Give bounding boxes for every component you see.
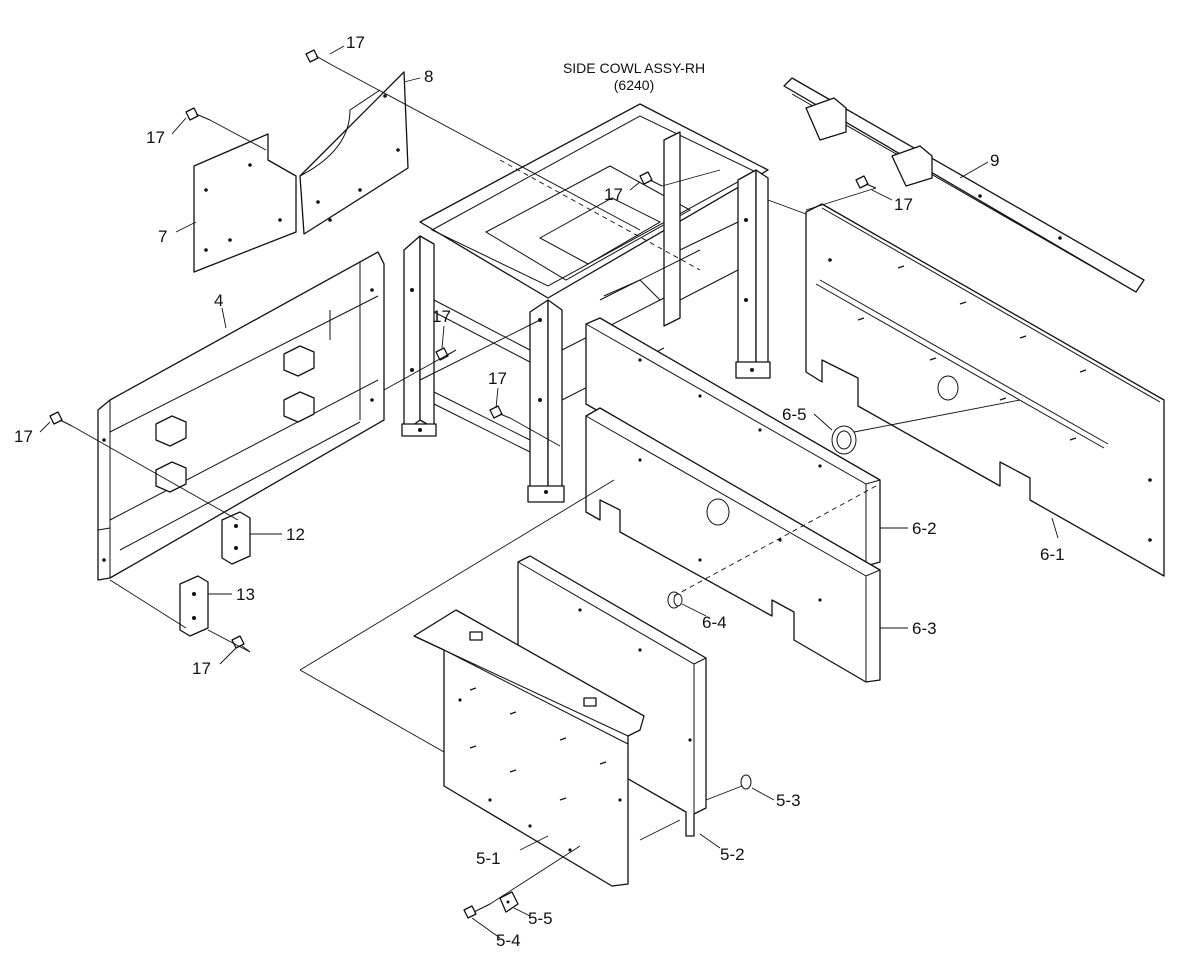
assembly-code: (6240)	[614, 77, 654, 93]
callout-5-4: 5-4	[496, 931, 521, 950]
callout-labels: 17 8 17 7 4 17 12 13 17 17 17 17 9 17 6-…	[14, 33, 1065, 950]
callout-17: 17	[894, 195, 913, 214]
part-12-bracket	[221, 511, 251, 565]
bolt-17-icons	[49, 49, 877, 653]
side-cowl-frame	[401, 103, 771, 503]
part-4-side-panel	[97, 251, 385, 581]
callout-5-2: 5-2	[720, 845, 745, 864]
part-7-plate	[193, 133, 297, 273]
callout-17: 17	[432, 307, 451, 326]
callout-6-2: 6-2	[912, 519, 937, 538]
callout-5-5: 5-5	[528, 909, 553, 928]
part-5-1-plate	[413, 609, 645, 887]
callout-5-1: 5-1	[476, 849, 501, 868]
callout-6-1: 6-1	[1040, 545, 1065, 564]
callout-5-3: 5-3	[776, 791, 801, 810]
part-6-4-plug	[667, 591, 683, 609]
part-6-3-foam	[585, 407, 881, 683]
part-5-3-plug	[740, 774, 752, 790]
callout-13: 13	[236, 585, 255, 604]
callout-17: 17	[14, 427, 33, 446]
callout-9: 9	[990, 151, 999, 170]
part-9-rail	[783, 77, 1145, 293]
part-6-2-foam	[585, 317, 881, 567]
part-6-5-grommet	[831, 375, 959, 455]
callout-pointers	[39, 45, 1059, 939]
callout-7: 7	[158, 227, 167, 246]
callout-8: 8	[424, 67, 433, 86]
part-13-bracket	[179, 575, 209, 637]
assembly-title: SIDE COWL ASSY-RH	[563, 60, 705, 76]
callout-17: 17	[604, 185, 623, 204]
leader-lines	[71, 63, 1021, 905]
callout-17: 17	[346, 33, 365, 52]
callout-17: 17	[488, 369, 507, 388]
part-6-1-panel	[805, 203, 1165, 577]
part-5-4-bolt	[463, 903, 491, 919]
callout-17: 17	[192, 659, 211, 678]
callout-6-4: 6-4	[702, 613, 727, 632]
part-5-5-clip	[499, 891, 519, 913]
callout-12: 12	[286, 525, 305, 544]
callout-6-5: 6-5	[782, 405, 807, 424]
part-8-plate	[299, 71, 409, 235]
callout-6-3: 6-3	[912, 619, 937, 638]
callout-4: 4	[214, 291, 223, 310]
callout-17: 17	[146, 128, 165, 147]
